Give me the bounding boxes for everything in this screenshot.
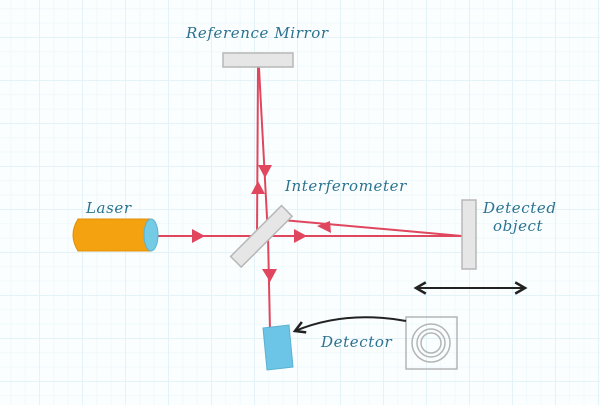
beam-arrow-up (251, 181, 265, 194)
pattern-frame (405, 316, 458, 370)
beam-splitter-to-detector (267, 235, 271, 331)
beam-splitter (229, 204, 294, 269)
beam-splitter-to-reference (256, 67, 259, 237)
beam-arrow-right-1 (192, 229, 205, 243)
fringe-ring-outer (411, 323, 451, 363)
reference-mirror (222, 52, 294, 68)
beam-arrow-down-2 (262, 269, 277, 282)
laser-lens (143, 218, 159, 252)
beam-object-to-splitter (281, 219, 463, 237)
interferometer-label: Interferometer (285, 177, 407, 195)
beam-arrow-down-1 (258, 165, 272, 178)
beam-arrow-right-2 (294, 229, 307, 243)
interference-pattern (405, 316, 458, 370)
laser-label: Laser (86, 199, 132, 217)
laser-body (72, 218, 152, 252)
pattern-to-detector-arrow (292, 316, 407, 334)
detected-object-label-line1: Detected (483, 199, 557, 217)
detected-object (461, 199, 477, 270)
detected-object-label-line2: object (493, 217, 544, 235)
beam-arrow-left (317, 221, 331, 233)
detector (262, 324, 294, 371)
detector-label: Detector (321, 333, 393, 351)
fringe-ring-inner (420, 332, 442, 354)
fringe-ring-middle (416, 328, 446, 358)
laser (72, 218, 159, 252)
beam-arrowheads (192, 165, 331, 282)
reference-mirror-label: Reference Mirror (186, 24, 329, 42)
beam-paths (151, 67, 463, 331)
beam-reference-to-splitter (258, 67, 269, 237)
